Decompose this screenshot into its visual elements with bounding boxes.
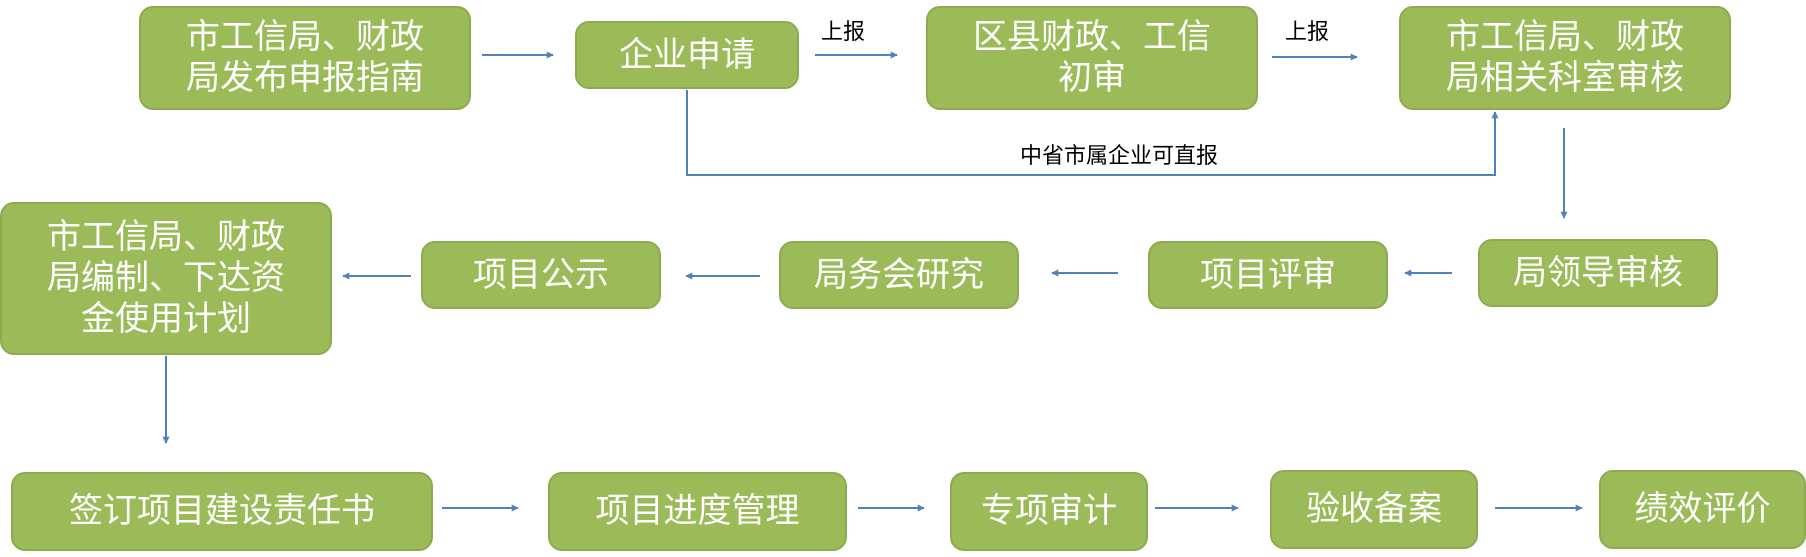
node-acceptance-filing: 验收备案 xyxy=(1270,470,1478,549)
node-bureau-meeting: 局务会研究 xyxy=(779,241,1019,309)
node-special-audit: 专项审计 xyxy=(950,472,1148,551)
node-project-publicity: 项目公示 xyxy=(421,241,661,309)
node-district-initial-review: 区县财政、工信 初审 xyxy=(926,6,1258,110)
node-enterprise-apply: 企业申请 xyxy=(575,21,799,89)
node-release-guide: 市工信局、财政 局发布申报指南 xyxy=(139,6,471,110)
edge-label-n3-n4: 上报 xyxy=(1285,20,1330,45)
node-fund-plan: 市工信局、财政 局编制、下达资 金使用计划 xyxy=(0,202,332,355)
node-sign-responsibility: 签订项目建设责任书 xyxy=(11,472,433,551)
arrow-n2-n4-direct xyxy=(686,90,1499,176)
node-leader-review: 局领导审核 xyxy=(1478,239,1718,307)
node-department-review: 市工信局、财政 局相关科室审核 xyxy=(1399,6,1731,110)
node-performance-evaluation: 绩效评价 xyxy=(1599,470,1806,549)
edge-label-n2-n4-direct: 中省市属企业可直报 xyxy=(1020,144,1219,169)
node-progress-management: 项目进度管理 xyxy=(548,472,847,551)
edge-label-n2-n3: 上报 xyxy=(821,20,866,45)
node-project-evaluation: 项目评审 xyxy=(1148,241,1388,309)
